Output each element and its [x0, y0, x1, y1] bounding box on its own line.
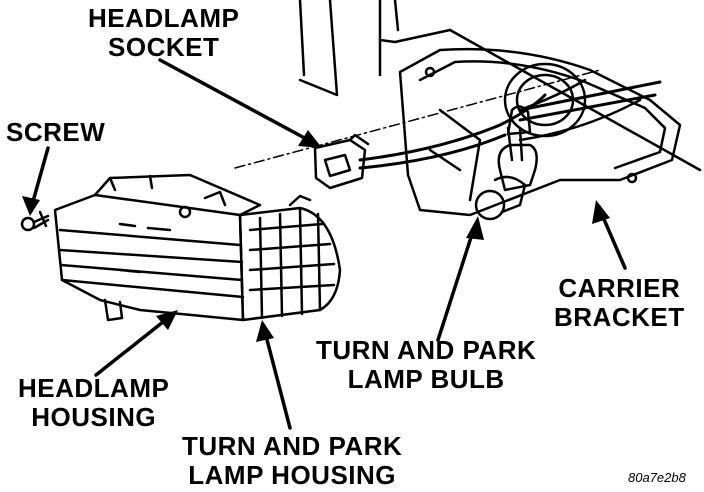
- headlamp-housing-arrowhead: [156, 310, 178, 330]
- wire-harness: [358, 78, 587, 170]
- turn-park-housing-arrowhead: [256, 320, 274, 342]
- headlamp-socket-label: HEADLAMP SOCKET: [88, 3, 240, 62]
- headlamp-housing-shape: [53, 173, 312, 322]
- headlamp-socket-arrowhead: [298, 130, 322, 148]
- turn-park-bulb-arrowhead: [466, 216, 484, 240]
- turn-park-bulb-label: TURN AND PARK LAMP BULB: [316, 335, 537, 394]
- turn-park-housing-arrow: [263, 330, 292, 430]
- screw-arrow: [30, 146, 50, 207]
- turn-park-lamp-housing-shape: [238, 206, 342, 322]
- carrier-bracket-label: CARRIER BRACKET: [554, 273, 685, 332]
- alignment-line: [234, 69, 601, 169]
- carrier-bracket-arrowhead: [592, 200, 610, 224]
- figure-code: 80a7e2b8: [628, 470, 686, 485]
- screw-shape: [20, 210, 50, 232]
- turn-park-bulb-arrow: [436, 226, 476, 342]
- headlamp-housing-arrow: [94, 316, 170, 377]
- headlamp-socket-shape: [313, 133, 370, 190]
- turn-park-housing-label: TURN AND PARK LAMP HOUSING: [182, 431, 403, 490]
- headlamp-housing-label: HEADLAMP HOUSING: [18, 373, 170, 432]
- screw-label: SCREW: [6, 117, 106, 147]
- screw-arrowhead: [22, 196, 40, 216]
- headlamp-socket-arrow: [158, 58, 314, 144]
- carrier-bracket-shape: [398, 47, 682, 217]
